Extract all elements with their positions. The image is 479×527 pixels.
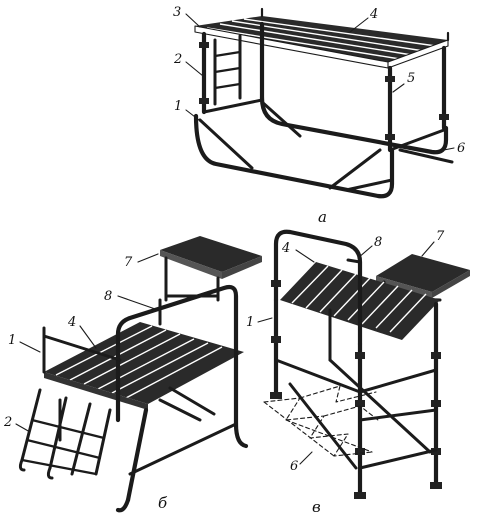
figure-a-label-5: 5: [407, 71, 415, 86]
figure-c-label-6: 6: [290, 459, 298, 474]
figure-b-ladder-scaffold: 7 8 4 1 2 б: [3, 236, 262, 513]
figure-c-tower-scaffold: 4 8 7 1 6 в: [246, 229, 470, 516]
figure-c-side-platform: [376, 254, 470, 292]
figure-c-label-4: 4: [281, 241, 290, 256]
figure-b-deck: [44, 322, 244, 404]
figure-a-base-back: [259, 95, 449, 155]
figure-a-label-1: 1: [174, 99, 182, 114]
figure-b-label-4: 4: [67, 315, 76, 330]
figure-c-handrail: [273, 229, 363, 347]
figure-a-base-front: [193, 113, 395, 199]
figure-b-label-2: 2: [3, 415, 12, 430]
figure-b-label-7: 7: [124, 255, 133, 270]
figure-b-upper-platform: [160, 236, 262, 272]
figure-a-caption: а: [318, 208, 327, 226]
figure-a-label-4: 4: [369, 7, 378, 22]
figure-a-label-2: 2: [173, 52, 182, 67]
figure-c-caption: в: [312, 498, 321, 516]
figure-b-label-8: 8: [104, 289, 112, 304]
figure-a-label-3: 3: [173, 5, 181, 20]
figure-c-label-7: 7: [436, 229, 445, 244]
figure-b-handrail: [115, 284, 239, 427]
figure-c-label-1: 1: [246, 315, 254, 330]
figure-b-label-1: 1: [8, 333, 16, 348]
figure-a-table-scaffold: 3 4 2 5 1 6 а: [173, 5, 465, 226]
figure-b-caption: б: [158, 494, 168, 512]
figure-a-label-6: 6: [457, 141, 465, 156]
figure-c-label-8: 8: [374, 235, 382, 250]
